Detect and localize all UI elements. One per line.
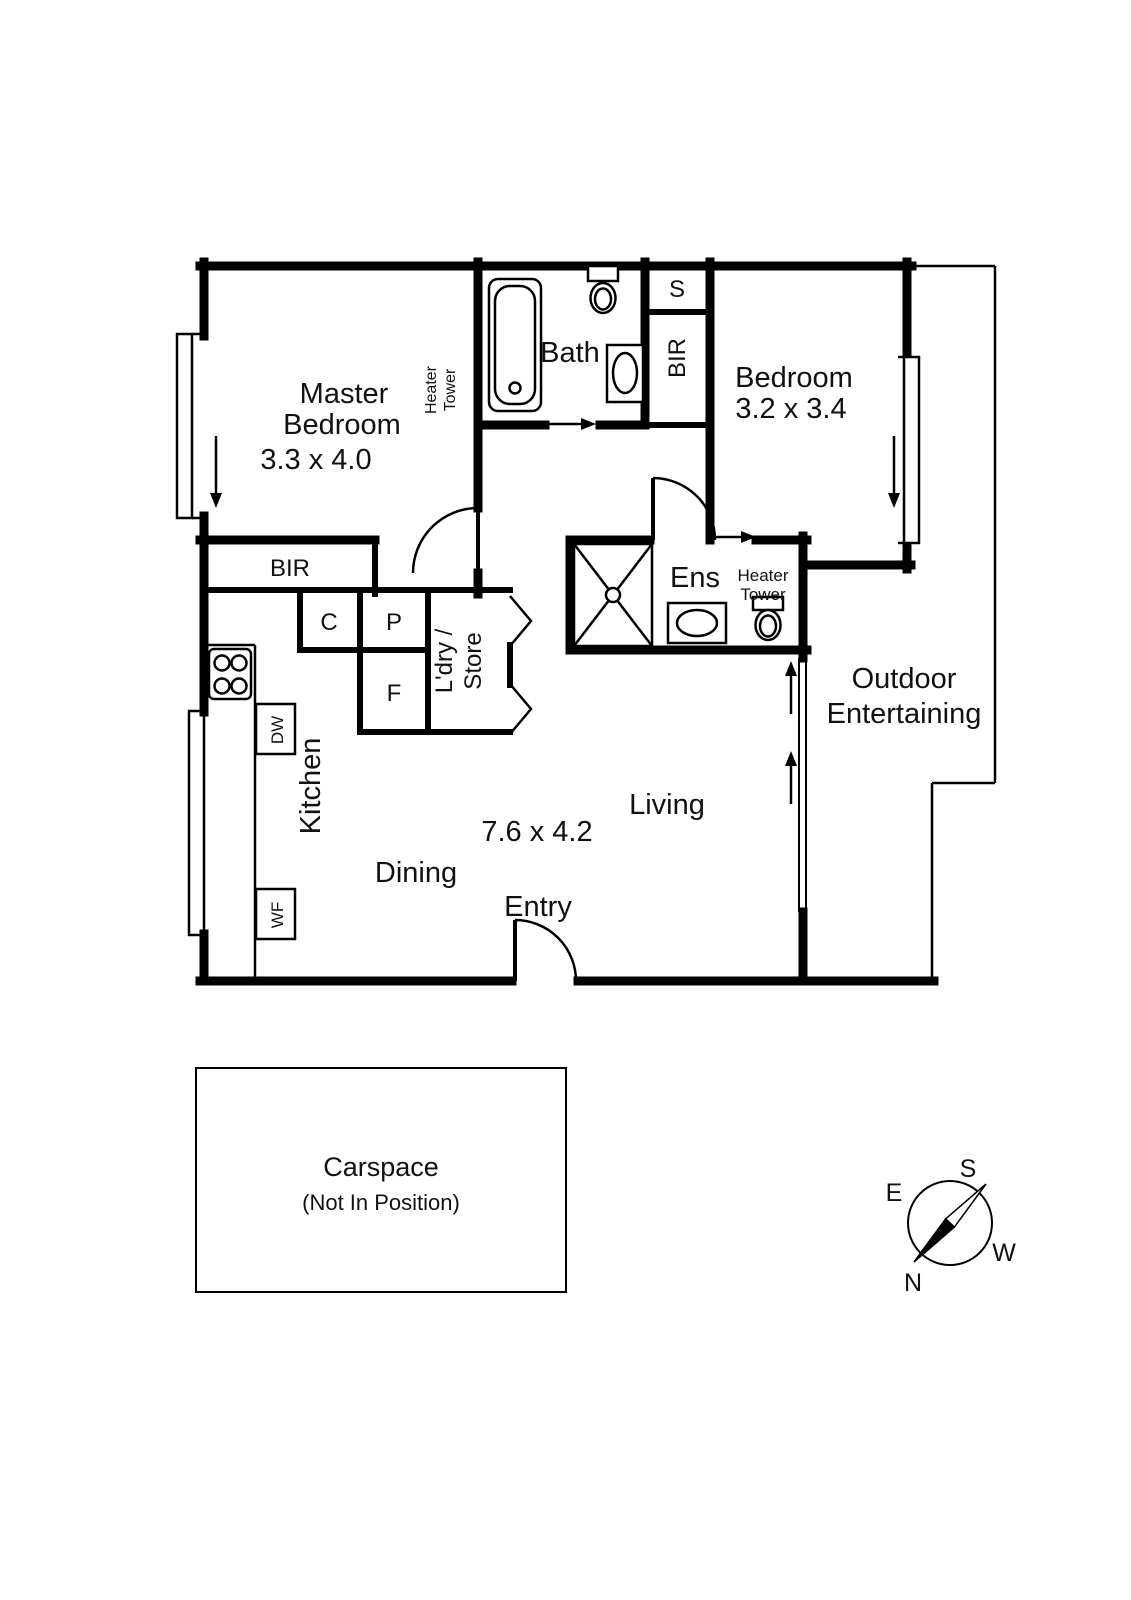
dining-label: Dining <box>375 857 457 889</box>
outdoor-label-line1: Outdoor <box>852 663 957 695</box>
carspace-box <box>195 1067 567 1293</box>
windows <box>175 332 921 937</box>
bath-toilet-tank-icon <box>586 264 620 283</box>
compass-west-label: W <box>992 1239 1016 1267</box>
doors <box>411 476 717 982</box>
laundry-label-line2: Store <box>460 632 487 689</box>
wine-fridge-label: WF <box>268 902 287 928</box>
bir-hall-label: BIR <box>664 338 691 378</box>
wine-fridge-box <box>254 887 297 941</box>
carspace-note: (Not In Position) <box>302 1190 460 1215</box>
bedroom-window <box>902 355 921 545</box>
master-bedroom-dims: 3.3 x 4.0 <box>260 444 371 476</box>
heater-bath-line2: Tower <box>442 368 459 411</box>
storage-s-label: S <box>669 276 685 303</box>
bath-toilet-seat <box>593 287 613 311</box>
living-label: Living <box>629 789 705 821</box>
kitchen-window <box>187 709 206 937</box>
room-labels: Master Bedroom 3.3 x 4.0 Bath Bedroom 3.… <box>260 276 981 928</box>
master-bedroom-label-line2: Bedroom <box>283 409 401 441</box>
ensuite-fixtures <box>572 542 785 648</box>
exterior-walls <box>195 257 939 986</box>
bath-door-arrow-head <box>581 418 596 430</box>
master-window <box>175 332 194 520</box>
carspace-label: Carspace <box>323 1152 439 1182</box>
master-window-arrow-head <box>210 493 222 508</box>
compass-east-label: E <box>886 1179 903 1207</box>
kitchen-fixtures <box>204 643 297 977</box>
laundry-bifold-door-upper <box>509 595 533 647</box>
laundry-label-line1: L'dry / <box>431 628 458 693</box>
master-bedroom-label-line1: Master <box>300 378 389 410</box>
heater-bath-label-group: Heater Tower <box>423 365 459 414</box>
cooktop-burner-3 <box>213 677 231 695</box>
fridge-label: F <box>387 680 402 707</box>
cooktop-burner-4 <box>230 677 248 695</box>
cooktop-burner-1 <box>213 654 231 672</box>
cooktop-burner-2 <box>230 654 248 672</box>
wine-fridge-label-group: WF <box>268 902 287 928</box>
master-door-arc <box>411 506 479 574</box>
bedroom2-label: Bedroom <box>735 362 853 394</box>
bathtub-drain-icon <box>508 381 522 395</box>
heater-bath-line1: Heater <box>423 365 440 414</box>
kitchen-label: Kitchen <box>295 738 327 835</box>
dishwasher-box <box>254 702 297 756</box>
bath-label: Bath <box>540 337 600 369</box>
laundry-bifold-door-lower <box>509 683 533 735</box>
ens-basin-icon <box>675 608 719 638</box>
living-dims: 7.6 x 4.2 <box>481 816 592 848</box>
ensuite-label: Ens <box>670 562 720 594</box>
compass: S E W N <box>886 1155 1017 1297</box>
compass-needle-north <box>913 1217 956 1263</box>
entry-label: Entry <box>504 891 572 923</box>
compass-south-label: S <box>960 1155 977 1183</box>
ens-door-arrow-head <box>741 531 756 543</box>
pantry-label: P <box>386 609 402 636</box>
outdoor-outline <box>911 264 997 977</box>
dishwasher-label: DW <box>268 716 287 744</box>
outdoor-label-line2: Entertaining <box>827 698 982 730</box>
laundry-label-group: L'dry / Store <box>431 628 487 693</box>
slider-arrow-1-head <box>785 661 797 676</box>
shower-drain-icon <box>604 586 622 604</box>
bedroom2-dims: 3.2 x 3.4 <box>735 393 846 425</box>
bir-hall-label-group: BIR <box>664 338 691 378</box>
entry-door-arc <box>514 918 578 982</box>
dishwasher-label-group: DW <box>268 716 287 744</box>
bath-basin-icon <box>611 351 639 395</box>
bedroom-window-arrow-head <box>888 493 900 508</box>
bath-fixtures <box>487 264 645 413</box>
carspace: Carspace (Not In Position) <box>195 1067 567 1293</box>
ens-toilet-seat <box>758 614 778 638</box>
bedroom-door-arc <box>652 476 717 541</box>
kitchen-label-group: Kitchen <box>295 738 327 835</box>
slider-arrow-2-head <box>785 751 797 766</box>
cupboard-label: C <box>320 609 337 636</box>
bathtub-inner <box>493 284 537 406</box>
heater-ens-line2: Tower <box>740 585 786 604</box>
compass-north-label: N <box>904 1269 922 1297</box>
heater-ens-line1: Heater <box>737 566 788 585</box>
bir-master-label: BIR <box>270 555 310 582</box>
arrows <box>210 418 900 804</box>
interior-walls <box>195 257 812 735</box>
